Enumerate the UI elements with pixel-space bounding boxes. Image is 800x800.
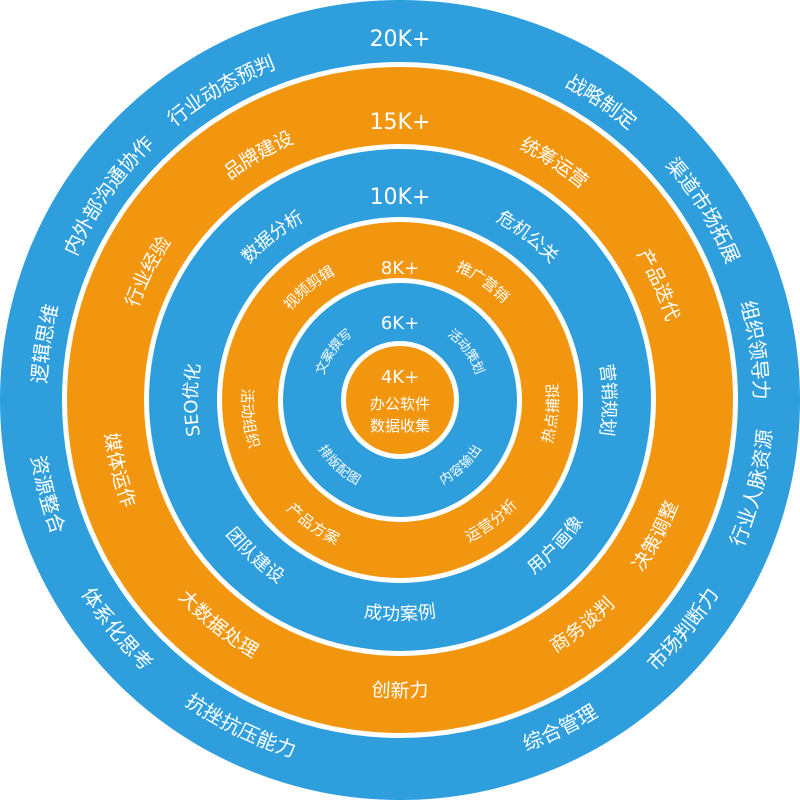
skill-label-path: SEO优化 <box>181 362 205 438</box>
center-level-label: 4K+ <box>381 367 419 388</box>
ring-6k-label: 6K+ <box>381 313 419 334</box>
center-skill-line-1: 办公软件 <box>370 395 430 413</box>
skill-label: SEO优化 <box>181 362 205 438</box>
ring-10k-label: 10K+ <box>370 185 431 210</box>
ring-20k-label: 20K+ <box>370 27 431 52</box>
skill-label: 创新力 <box>371 678 429 701</box>
ring-8k-label: 8K+ <box>381 258 419 279</box>
skill-label-path: 创新力 <box>371 678 429 701</box>
center-disc <box>346 346 454 454</box>
center-skill-line-2: 数据收集 <box>370 417 430 435</box>
ring-15k-label: 15K+ <box>370 110 431 135</box>
